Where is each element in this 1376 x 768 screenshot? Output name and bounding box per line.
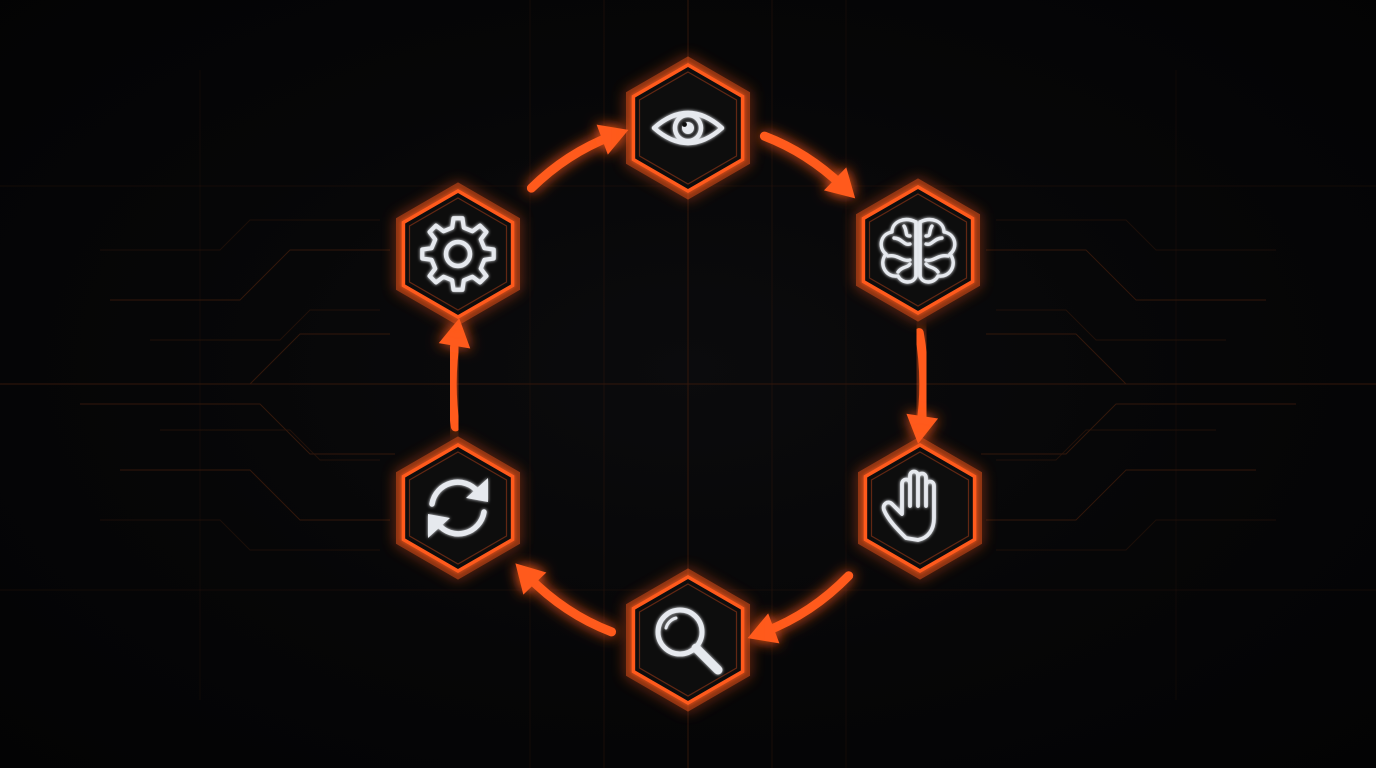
node-inspect (625, 568, 751, 712)
node-configure (395, 182, 521, 326)
node-observe (625, 56, 751, 200)
node-think (855, 178, 981, 322)
gear-icon (420, 216, 496, 292)
node-iterate (395, 436, 521, 580)
hand-icon (881, 469, 936, 542)
node-act (857, 436, 983, 580)
arrow-iterate-to-configure (438, 318, 471, 432)
arrow-think-to-act (906, 328, 939, 444)
magnifier-icon (655, 607, 723, 675)
cycle-arrows (438, 124, 939, 644)
arrow-act-to-inspect (747, 571, 854, 644)
eye-icon (651, 110, 725, 146)
cycle-nodes (395, 56, 983, 712)
arrow-inspect-to-iterate (515, 563, 617, 637)
arrow-configure-to-observe (526, 124, 629, 193)
arrow-observe-to-think (759, 131, 856, 199)
refresh-icon (428, 478, 488, 538)
brain-icon (879, 217, 957, 284)
